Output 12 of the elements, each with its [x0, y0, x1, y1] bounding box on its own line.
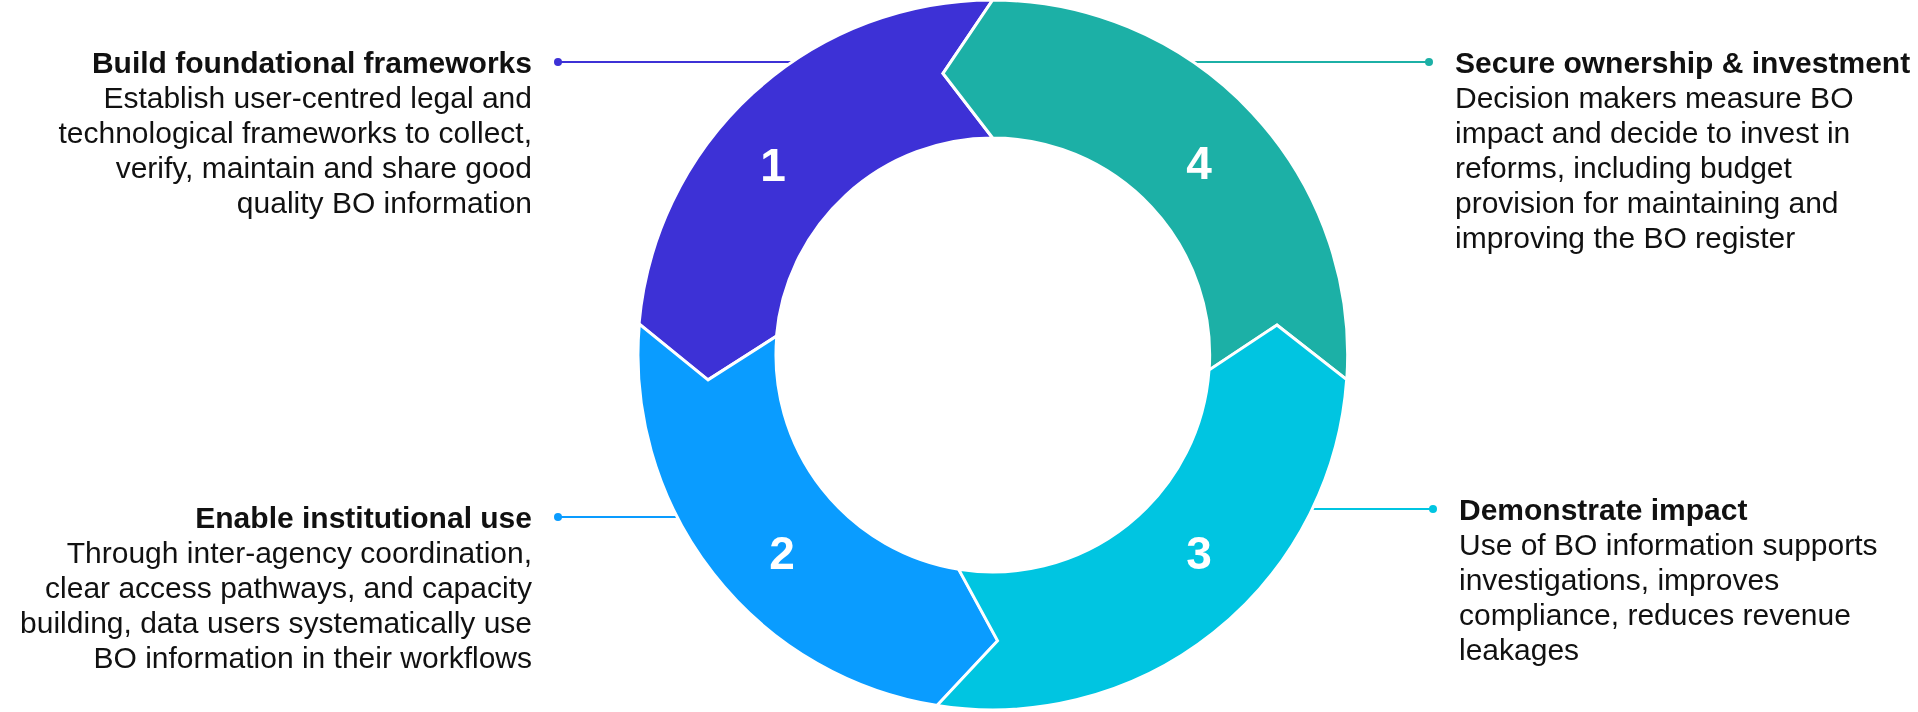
step-title: Demonstrate impact — [1459, 491, 1749, 527]
step-description: Through inter-agency coordination, clear access pathways, and capacity building, data users systematically use BO information in their workflows — [19, 534, 532, 675]
step-number: 2 — [769, 530, 795, 576]
step-title: Enable institutional use — [194, 499, 532, 535]
step-description: Use of BO information supports investigations, improves compliance, reduces revenue leakages — [1459, 526, 1879, 667]
step-title: Secure ownership & investment — [1455, 44, 1911, 80]
step-number: 1 — [760, 142, 786, 188]
step-number: 4 — [1186, 140, 1212, 186]
step-number: 3 — [1186, 530, 1212, 576]
step-description: Establish user-centred legal and technological frameworks to collect, verify, maintain and share good quality BO information — [57, 79, 532, 220]
step-title: Build foundational frameworks — [90, 44, 532, 80]
step-description: Decision makers measure BO impact and decide to invest in reforms, including budget provision for maintaining and improving the BO register — [1455, 79, 1855, 255]
